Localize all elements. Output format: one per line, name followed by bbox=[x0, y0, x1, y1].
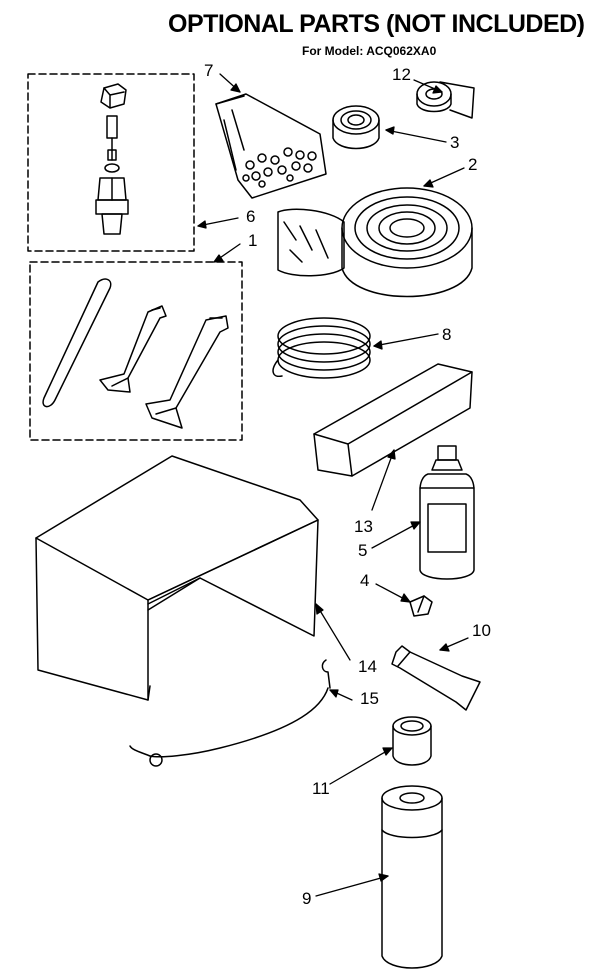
valve-cap-icon bbox=[409, 595, 433, 617]
callout-3: 3 bbox=[450, 133, 459, 152]
callout-4: 4 bbox=[360, 571, 369, 590]
model-subtitle: For Model: ACQ062XA0 bbox=[302, 44, 437, 58]
callout-12: 12 bbox=[392, 65, 411, 84]
bag-of-parts-icon bbox=[215, 93, 327, 199]
spray-can-icon bbox=[381, 785, 443, 969]
tubes-and-rod-kit-icon bbox=[42, 278, 229, 429]
callout-5: 5 bbox=[358, 541, 367, 560]
coiled-tubing-icon bbox=[272, 317, 371, 379]
callout-2: 2 bbox=[468, 155, 477, 174]
cap-icon bbox=[392, 716, 432, 766]
callout-9: 9 bbox=[302, 889, 311, 908]
tape-roll-small-icon bbox=[332, 105, 380, 150]
tube-kit-box bbox=[29, 261, 243, 441]
page-title: OPTIONAL PARTS (NOT INCLUDED) bbox=[168, 10, 585, 38]
callout-11: 11 bbox=[312, 779, 330, 798]
valve-kit-box bbox=[27, 73, 195, 252]
callout-labels: 7 12 3 2 6 1 8 13 5 4 10 14 15 11 9 bbox=[204, 61, 491, 908]
callout-8: 8 bbox=[442, 325, 451, 344]
callout-10: 10 bbox=[472, 621, 491, 640]
bottle-icon bbox=[419, 445, 475, 580]
callout-1: 1 bbox=[248, 231, 257, 250]
leader-lines bbox=[197, 73, 469, 897]
foam-block-icon bbox=[313, 363, 473, 477]
tape-roll-large-icon bbox=[277, 187, 473, 298]
tape-roll-icon bbox=[416, 81, 475, 119]
valve-assembly-icon bbox=[95, 83, 129, 235]
callout-14: 14 bbox=[358, 657, 377, 676]
cord-with-hook-icon bbox=[129, 659, 331, 767]
tube-icon bbox=[391, 645, 481, 711]
callout-7: 7 bbox=[204, 61, 213, 80]
callout-6: 6 bbox=[246, 207, 255, 226]
cover-icon bbox=[35, 455, 319, 701]
callout-15: 15 bbox=[360, 689, 379, 708]
callout-13: 13 bbox=[354, 517, 373, 536]
